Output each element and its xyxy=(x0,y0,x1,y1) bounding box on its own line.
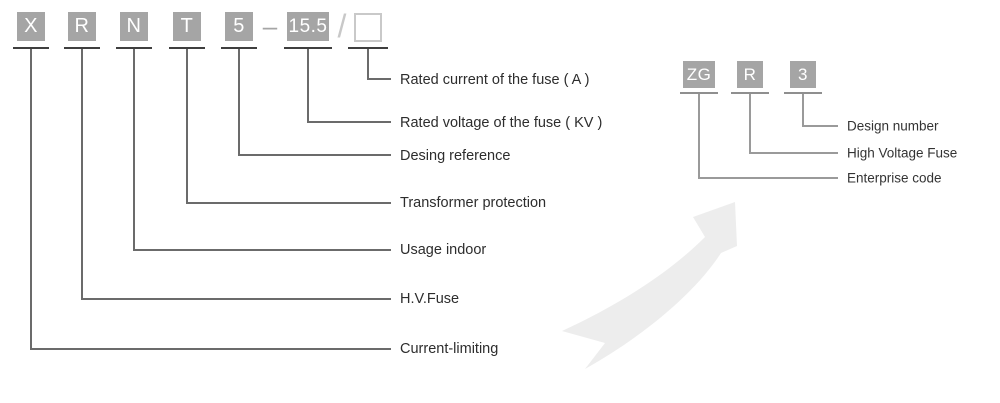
tick-line xyxy=(680,92,718,94)
tick-line xyxy=(116,47,152,49)
tick-line xyxy=(731,92,769,94)
connector-line xyxy=(81,298,391,300)
connector-line xyxy=(133,49,135,249)
label-design-number: Design number xyxy=(847,118,939,134)
tick-line xyxy=(348,47,388,49)
slash-separator: / xyxy=(337,8,347,44)
label-transformer-protection: Transformer protection xyxy=(400,195,547,211)
code-box-current-blank xyxy=(354,13,382,42)
dash-separator: – xyxy=(262,11,278,41)
label-current-limiting: Current-limiting xyxy=(400,341,499,357)
tick-line xyxy=(284,47,332,49)
code-box-r2: R xyxy=(737,61,763,88)
code-box-5: 5 xyxy=(225,12,253,41)
tick-line xyxy=(169,47,205,49)
code-box-t: T xyxy=(173,12,201,41)
code-box-zg: ZG xyxy=(683,61,715,88)
code-box-3: 3 xyxy=(790,61,816,88)
label-rated-voltage: Rated voltage of the fuse ( KV ) xyxy=(400,115,603,131)
label-enterprise-code: Enterprise code xyxy=(847,170,942,186)
connector-line xyxy=(133,249,391,251)
connector-line xyxy=(367,49,369,78)
connector-line xyxy=(698,94,700,177)
connector-line xyxy=(238,49,240,154)
label-high-voltage-fuse: High Voltage Fuse xyxy=(847,145,958,161)
label-rated-current: Rated current of the fuse ( A ) xyxy=(400,72,590,88)
connector-line xyxy=(30,348,391,350)
connector-line xyxy=(749,152,838,154)
tick-line xyxy=(784,92,822,94)
label-desing-reference: Desing reference xyxy=(400,148,511,164)
connector-line xyxy=(238,154,391,156)
tick-line xyxy=(64,47,100,49)
tick-line xyxy=(13,47,49,49)
connector-line xyxy=(749,94,751,152)
label-usage-indoor: Usage indoor xyxy=(400,242,487,258)
label-hv-fuse: H.V.Fuse xyxy=(400,291,460,307)
connector-line xyxy=(81,49,83,298)
code-box-r: R xyxy=(68,12,96,41)
connector-line xyxy=(307,121,391,123)
tick-line xyxy=(221,47,257,49)
connector-line xyxy=(802,125,838,127)
connector-line xyxy=(186,202,391,204)
connector-line xyxy=(186,49,188,202)
connector-line xyxy=(698,177,838,179)
code-box-n: N xyxy=(120,12,148,41)
code-box-x: X xyxy=(17,12,45,41)
swoosh-arrow-icon xyxy=(562,202,737,369)
connector-line xyxy=(802,94,804,125)
code-box-voltage: 15.5 xyxy=(287,12,329,41)
connector-line xyxy=(30,49,32,348)
connector-line xyxy=(307,49,309,121)
connector-line xyxy=(367,78,391,80)
